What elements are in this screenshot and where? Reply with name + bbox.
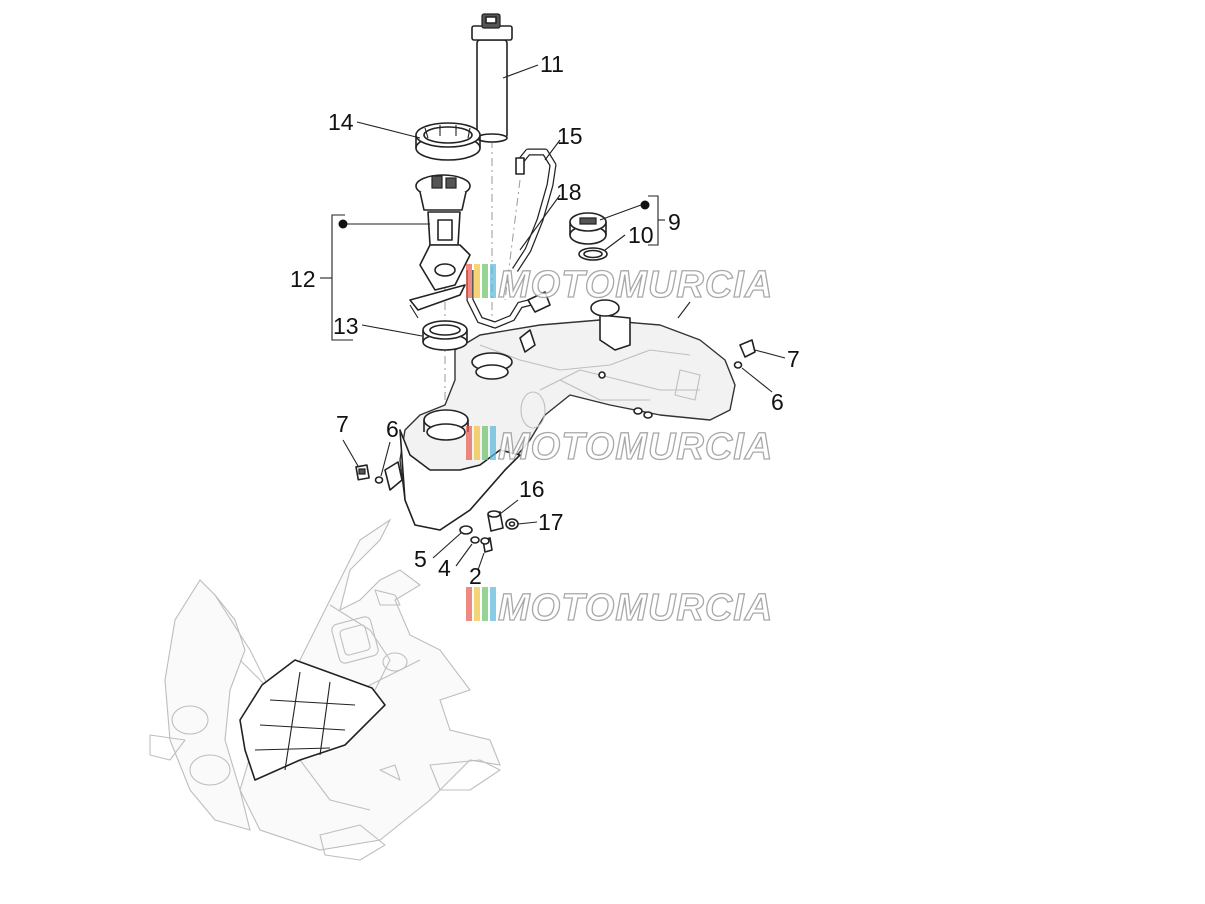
fuel-cap: [569, 212, 607, 245]
scooter-frame: [149, 518, 501, 861]
fuel-hoses: [466, 148, 557, 329]
callout-9: 9: [668, 209, 681, 235]
watermark-3: MOTOMURCIA: [466, 586, 773, 630]
callout-10: 10: [628, 222, 654, 248]
callout-12: 12: [290, 266, 316, 292]
watermark-bar-3: [482, 264, 488, 298]
ring-nut: [415, 122, 481, 161]
callout-4: 4: [438, 555, 451, 581]
callout-numbers: 11 14 15 18 9 10 12 13 7 6 7 6 16 17 5 4…: [290, 51, 800, 589]
callout-6-left: 6: [386, 416, 399, 442]
watermark-bar-2: [474, 264, 480, 298]
watermark-text-3: MOTOMURCIA: [498, 587, 773, 629]
watermark-bar-4: [490, 264, 496, 298]
callout-14: 14: [328, 109, 354, 135]
fuel-level-sender: [471, 13, 513, 143]
floor-mat: [239, 659, 386, 781]
callout-13: 13: [333, 313, 359, 339]
callout-7-right: 7: [787, 346, 800, 372]
fuel-tank: [384, 299, 736, 531]
watermark-text-2: MOTOMURCIA: [498, 426, 773, 468]
callout-11: 11: [540, 51, 564, 77]
watermark-text-1: MOTOMURCIA: [498, 264, 773, 306]
watermark-bar-1: [466, 264, 472, 298]
callout-6-right: 6: [771, 389, 784, 415]
callout-5: 5: [414, 546, 427, 572]
callout-15: 15: [557, 123, 583, 149]
callout-17: 17: [538, 509, 564, 535]
pump-seal-ring: [422, 320, 468, 351]
fuel-pump-assembly: [409, 174, 471, 311]
callout-7-left: 7: [336, 411, 349, 437]
watermark-2: MOTOMURCIA: [466, 425, 773, 469]
cap-gasket: [578, 247, 608, 261]
callout-16: 16: [519, 476, 545, 502]
callout-2: 2: [469, 563, 482, 589]
callout-18: 18: [556, 179, 582, 205]
watermark-1: MOTOMURCIA: [466, 263, 773, 307]
leader-lines: [320, 64, 786, 571]
